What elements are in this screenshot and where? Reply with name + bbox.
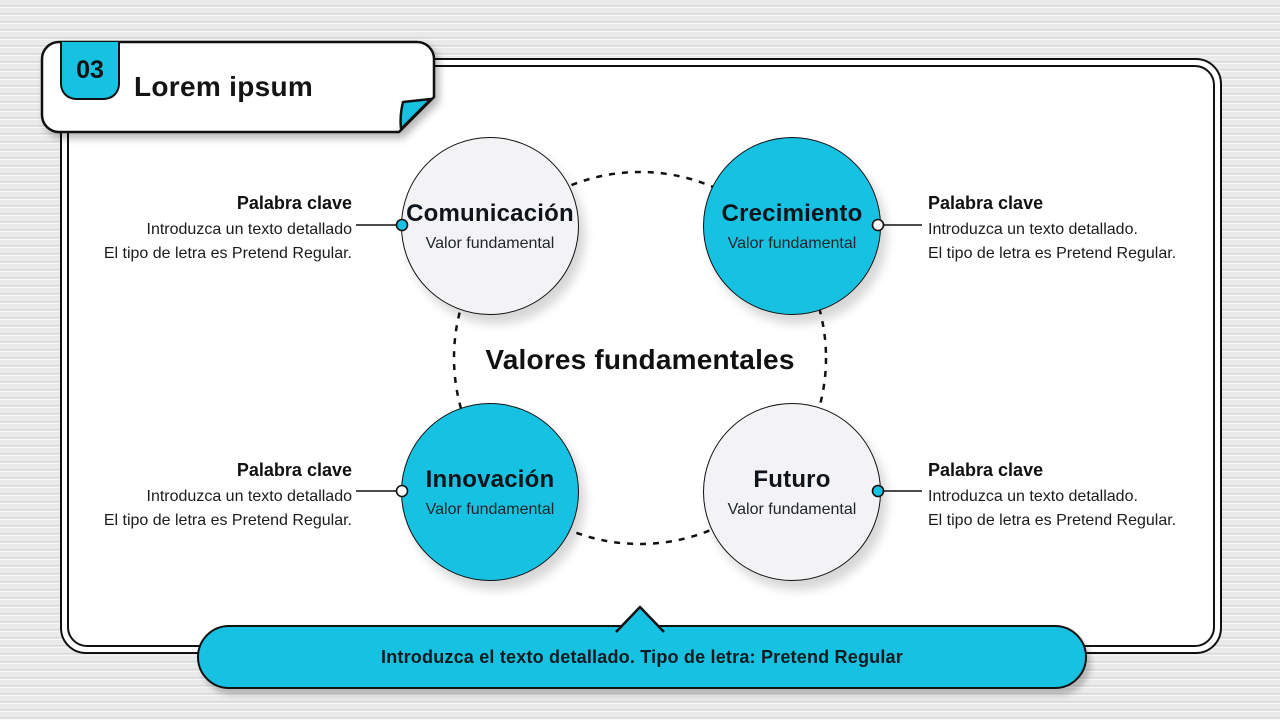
slide-card <box>60 58 1222 654</box>
keyword-label-title: Palabra clave <box>236 460 352 480</box>
value-circle-subtitle: Valor fundamental <box>425 500 555 518</box>
keyword-label-line1: Introduzca un texto detallado. <box>928 488 1138 505</box>
slide-title: Lorem ipsum <box>134 71 314 102</box>
keyword-label-line2: El tipo de letra es Pretend Regular. <box>103 245 352 262</box>
value-circle-subtitle: Valor fundamental <box>425 234 555 252</box>
slide-number-badge: 03 <box>60 42 120 100</box>
value-circle-name: Crecimiento <box>721 199 863 227</box>
keyword-label-line2: El tipo de letra es Pretend Regular. <box>103 512 352 529</box>
value-circle-innovacion: Innovación Valor fundamental <box>401 403 579 581</box>
keyword-label-line1: Introduzca un texto detallado. <box>928 221 1138 238</box>
keyword-label-line2: El tipo de letra es Pretend Regular. <box>928 245 1177 262</box>
keyword-label-line1: Introduzca un texto detallado <box>146 221 352 238</box>
folded-corner-icon <box>399 97 433 131</box>
value-circle-futuro: Futuro Valor fundamental <box>703 403 881 581</box>
keyword-label-title: Palabra clave <box>928 193 1044 213</box>
tab-shape <box>40 40 436 134</box>
keyword-label-bottom-right: Palabra clave Introduzca un texto detall… <box>928 458 1218 533</box>
keyword-label-top-right: Palabra clave Introduzca un texto detall… <box>928 191 1218 266</box>
slide-card-inner-border <box>67 65 1215 647</box>
value-circle-name: Comunicación <box>406 199 574 227</box>
keyword-label-title: Palabra clave <box>236 193 352 213</box>
value-circle-name: Innovación <box>425 465 555 493</box>
value-circle-name: Futuro <box>753 465 831 493</box>
keyword-label-line2: El tipo de letra es Pretend Regular. <box>928 512 1177 529</box>
diagram-center-title: Valores fundamentales <box>485 344 795 375</box>
value-circle-subtitle: Valor fundamental <box>727 234 857 252</box>
value-circle-subtitle: Valor fundamental <box>727 500 857 518</box>
keyword-label-bottom-left: Palabra clave Introduzca un texto detall… <box>62 458 352 533</box>
slide-header-tab: 03 Lorem ipsum <box>40 40 436 134</box>
footer-banner-text: Introduzca el texto detallado. Tipo de l… <box>381 646 903 667</box>
keyword-label-title: Palabra clave <box>928 460 1044 480</box>
keyword-label-line1: Introduzca un texto detallado <box>146 488 352 505</box>
banner-notch-icon <box>615 605 665 633</box>
keyword-label-top-left: Palabra clave Introduzca un texto detall… <box>62 191 352 266</box>
footer-banner: Introduzca el texto detallado. Tipo de l… <box>197 625 1087 689</box>
